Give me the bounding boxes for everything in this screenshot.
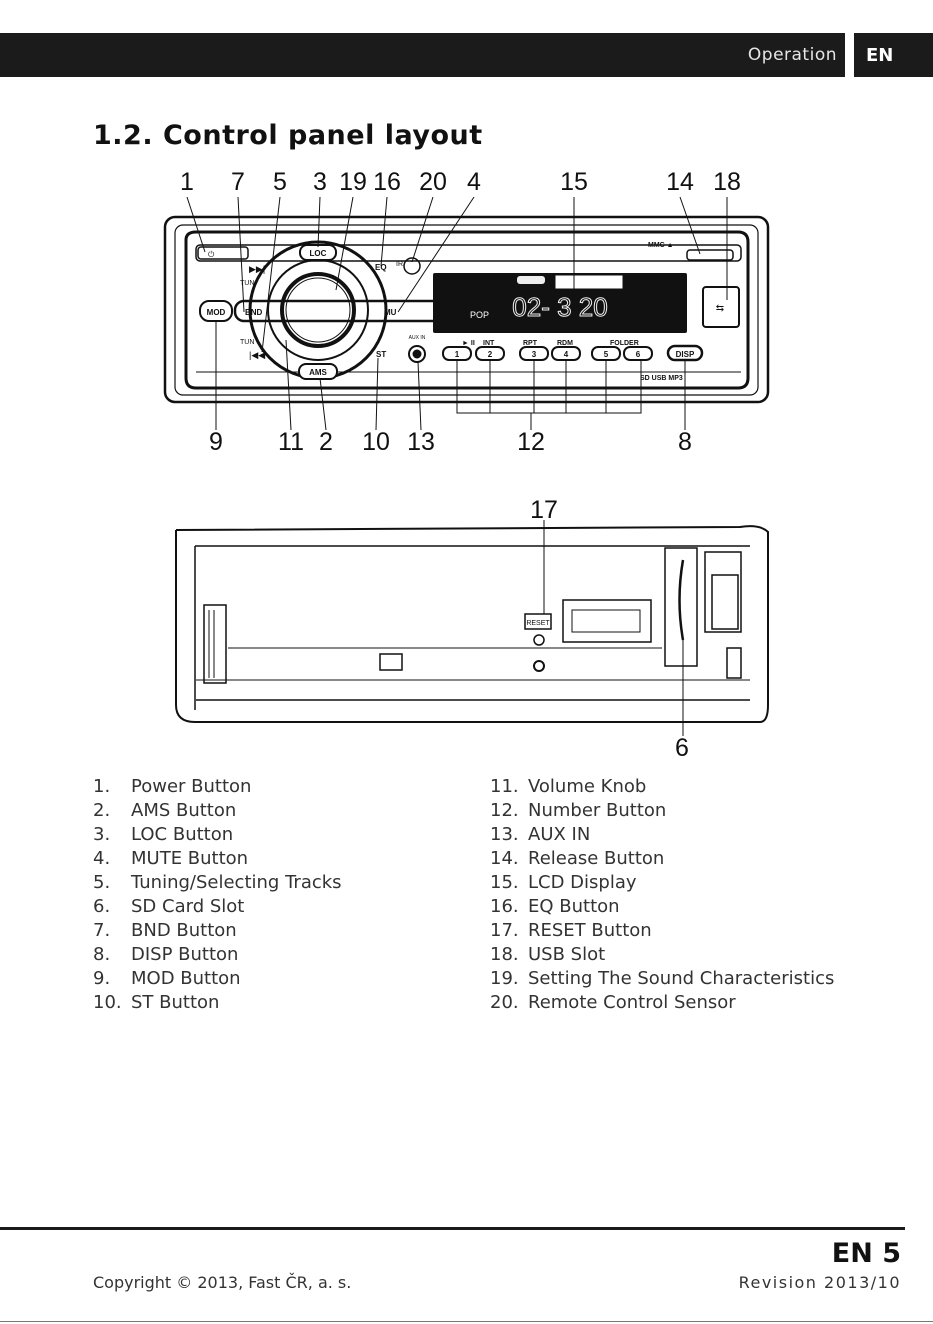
svg-text:5: 5: [604, 350, 609, 359]
header-bar: [0, 33, 845, 77]
legend-item: 12.Number Button: [490, 800, 667, 821]
legend-item: 18.USB Slot: [490, 944, 606, 965]
legend-item: 11.Volume Knob: [490, 776, 647, 797]
format-label: SD USB MP3: [640, 375, 683, 382]
callout-16: 16: [373, 168, 401, 196]
callout-8: 8: [678, 428, 692, 456]
ir-label: IR: [396, 261, 403, 268]
callout-7: 7: [231, 168, 245, 196]
leader-lines: [186, 196, 728, 431]
svg-text:|◀◀: |◀◀: [249, 350, 265, 360]
callout-13: 13: [407, 428, 435, 456]
language-tab: EN: [854, 33, 933, 77]
folder-label: FOLDER: [610, 340, 639, 347]
legend-item: 3.LOC Button: [93, 824, 234, 845]
page-title: 1.2. Control panel layout: [93, 120, 483, 151]
section-label: Operation: [747, 45, 837, 65]
svg-text:⇆: ⇆: [716, 303, 724, 314]
callout-5: 5: [273, 168, 287, 196]
legend-left: 1.Power Button 2.AMS Button 3.LOC Button…: [93, 776, 342, 1016]
svg-text:4: 4: [564, 350, 569, 359]
page-number: EN 5: [831, 1238, 901, 1269]
legend-item: 4.MUTE Button: [93, 848, 249, 869]
ams-label: AMS: [309, 368, 327, 377]
tun-up-label: TUN: [240, 280, 254, 287]
svg-text:▶▶|: ▶▶|: [249, 264, 265, 274]
callout-14: 14: [666, 168, 694, 196]
rear-panel: RESET: [175, 520, 769, 736]
callout-10: 10: [362, 428, 390, 456]
legend-item: 1.Power Button: [93, 776, 252, 797]
callout-12: 12: [517, 428, 545, 456]
legend-item: 10.ST Button: [93, 992, 220, 1013]
svg-text:02- 3 20: 02- 3 20: [512, 292, 607, 322]
callout-19: 19: [339, 168, 367, 196]
disp-label: DISP: [676, 350, 695, 359]
legend-item: 13.AUX IN: [490, 824, 591, 845]
rdm-label: RDM: [557, 340, 573, 347]
callout-11: 11: [278, 428, 304, 456]
legend-item: 15.LCD Display: [490, 872, 637, 893]
mmc-label: MMC ▲: [648, 242, 674, 249]
legend-item: 20.Remote Control Sensor: [490, 992, 736, 1013]
bnd-label: BND: [245, 308, 263, 317]
callout-17: 17: [530, 496, 558, 524]
loc-label: LOC: [310, 249, 327, 258]
legend-item: 19.Setting The Sound Characteristics: [490, 968, 835, 989]
rpt-label: RPT: [523, 340, 538, 347]
svg-text:1: 1: [455, 350, 460, 359]
st-label: ST: [376, 350, 386, 359]
legend-item: 6.SD Card Slot: [93, 896, 245, 917]
tun-down-label: TUN: [240, 339, 254, 346]
svg-text:⏻: ⏻: [208, 250, 215, 259]
callout-1: 1: [180, 168, 194, 196]
callout-6: 6: [675, 734, 689, 762]
callout-18: 18: [713, 168, 741, 196]
svg-text:6: 6: [636, 350, 641, 359]
svg-text:3: 3: [532, 350, 537, 359]
callout-20: 20: [419, 168, 447, 196]
legend-item: 16.EQ Button: [490, 896, 620, 917]
legend-right: 11.Volume Knob 12.Number Button 13.AUX I…: [490, 776, 834, 1016]
revision-text: Revision 2013/10: [738, 1273, 901, 1292]
front-panel: ⏻ LOC AMS MOD BND MU TUN ▶▶| TUN |◀◀ EQ …: [163, 215, 770, 414]
legend-item: 2.AMS Button: [93, 800, 237, 821]
callout-2: 2: [319, 428, 333, 456]
legend-item: 8.DISP Button: [93, 944, 239, 965]
legend-item: 14.Release Button: [490, 848, 665, 869]
int-label: INT: [483, 340, 495, 347]
legend-item: 5.Tuning/Selecting Tracks: [93, 872, 342, 893]
callout-15: 15: [560, 168, 588, 196]
callout-9: 9: [209, 428, 223, 456]
callout-3: 3: [313, 168, 327, 196]
svg-text:► II: ► II: [462, 340, 475, 347]
reset-label: RESET: [526, 620, 550, 627]
mod-label: MOD: [207, 308, 226, 317]
control-panel-diagram: ⏻ LOC AMS MOD BND MU TUN ▶▶| TUN |◀◀ EQ …: [163, 196, 770, 736]
eq-label: EQ: [375, 263, 387, 272]
legend-item: 17.RESET Button: [490, 920, 652, 941]
legend-item: 9.MOD Button: [93, 968, 241, 989]
legend-item: 7.BND Button: [93, 920, 237, 941]
copyright-text: Copyright © 2013, Fast ČR, a. s.: [93, 1273, 352, 1292]
mu-label: MU: [384, 308, 397, 317]
aux-label: AUX IN: [409, 335, 426, 341]
bottom-divider: [0, 1321, 933, 1322]
svg-text:2: 2: [488, 350, 493, 359]
footer-divider: [0, 1227, 905, 1230]
callout-4: 4: [467, 168, 481, 196]
pop-label: POP: [470, 310, 489, 320]
